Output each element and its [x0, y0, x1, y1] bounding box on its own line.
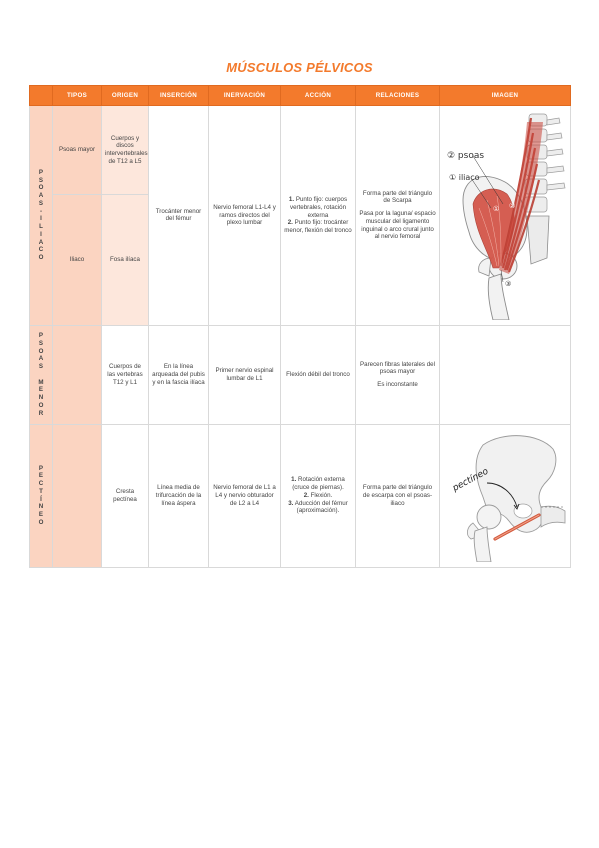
origen-psoas-mayor: Cuerpos y discos intervertebrales de T12… [101, 104, 149, 196]
insercion-psoas-menor: En la línea arqueada del pubis y en la f… [148, 324, 209, 425]
accion-num-1: 1. [288, 196, 295, 203]
pect-accion-num-2: 2. [303, 491, 309, 499]
label-psoas-image: ② psoas [447, 151, 484, 161]
header-relaciones: RELACIONES [355, 85, 440, 106]
row-iliaco: Iliaco Fosa ilíaca [30, 194, 571, 326]
imagen-psoas-menor [439, 324, 571, 425]
pect-accion-text-1: Rotación externa (cruce de piernas). [292, 476, 345, 491]
accion-text-2: Punto fijo: trocánter menor, flexión del… [284, 219, 352, 234]
pect-accion-num-1: 1. [291, 476, 297, 484]
accion-pectineo: 1. Rotación externa (cruce de piernas). … [280, 423, 356, 568]
label-num-3: ③ [505, 280, 511, 288]
page-title: MÚSCULOS PÉLVICOS [226, 60, 373, 75]
relacion-2: Pasa por la laguna/ espacio muscular del… [359, 210, 436, 241]
inervacion-pectineo: Nervio femoral de L1 a L4 y nervio obtur… [208, 423, 281, 568]
inervacion-psoas-menor: Primer nervio espinal lumbar de L1 [208, 324, 281, 425]
origen-psoas-menor: Cuerpos de las vertebras T12 y L1 [101, 324, 149, 425]
relaciones-psoas-iliaco: Forma parte del triángulo de Scarpa Pasa… [355, 105, 440, 326]
muscles-table: TIPOS ORIGEN INSERCIÓN INERVACIÓN ACCIÓN… [29, 85, 571, 568]
label-num-2: ② [509, 202, 515, 210]
relaciones-psoas-menor: Parecen fibras laterales del psoas mayor… [355, 324, 440, 425]
inervacion-psoas-iliaco: Nervio femoral L1-L4 y ramos directos de… [208, 105, 281, 326]
tipo-iliaco: Iliaco [52, 194, 102, 326]
header-row: TIPOS ORIGEN INSERCIÓN INERVACIÓN ACCIÓN… [29, 85, 571, 106]
accion-text-1: Punto fijo: cuerpos vertebrales, rotació… [289, 196, 348, 219]
imagen-pectineo: pectíneo [439, 423, 571, 568]
header-accion: ACCIÓN [280, 85, 356, 106]
accion-psoas-menor: Flexión débil del tronco [280, 324, 356, 425]
relaciones-pectineo: Forma parte del triángulo de escarpa con… [355, 423, 440, 568]
pelvis-pectineo-illustration-icon: pectíneo [450, 435, 566, 563]
header-corner [29, 85, 53, 106]
label-iliaco-image: ① iliaco [449, 173, 480, 182]
tipo-psoas-mayor: Psoas mayor [52, 104, 102, 196]
relacion-1: Forma parte del triángulo de Scarpa [362, 189, 433, 205]
pect-accion-text-3: Aducción del fémur (aproximación). [293, 499, 348, 515]
insercion-psoas-iliaco: Trocánter menor del fémur [148, 105, 209, 326]
label-num-1: ① [493, 205, 499, 213]
imagen-psoas-iliaco: ② psoas ① iliaco ① ② ③ [439, 105, 571, 326]
header-origen: ORIGEN [101, 85, 149, 106]
accion-num-2: 2. [287, 219, 293, 227]
tipo-psoas-menor [52, 324, 102, 425]
relacion-menor-2: Es inconstante [377, 381, 418, 389]
header-imagen: IMAGEN [439, 85, 571, 106]
tipo-pectineo [52, 423, 102, 568]
origen-pectineo: Cresta pectínea [101, 423, 149, 568]
origen-iliaco: Fosa ilíaca [101, 194, 149, 326]
pelvis-psoas-iliaco-illustration-icon: ② psoas ① iliaco ① ② ③ [447, 113, 566, 321]
pect-accion-num-3: 3. [288, 499, 294, 507]
insercion-pectineo: Línea media de trifurcación de la línea … [148, 423, 209, 568]
header-inervacion: INERVACIÓN [208, 85, 281, 106]
relacion-menor-1: Parecen fibras laterales del psoas mayor [360, 360, 435, 376]
accion-psoas-iliaco: 1. Punto fijo: cuerpos vertebrales, rota… [280, 105, 356, 326]
header-tipos: TIPOS [52, 85, 102, 106]
header-insercion: INSERCIÓN [148, 85, 209, 106]
pect-accion-text-2: Flexión. [308, 491, 333, 499]
